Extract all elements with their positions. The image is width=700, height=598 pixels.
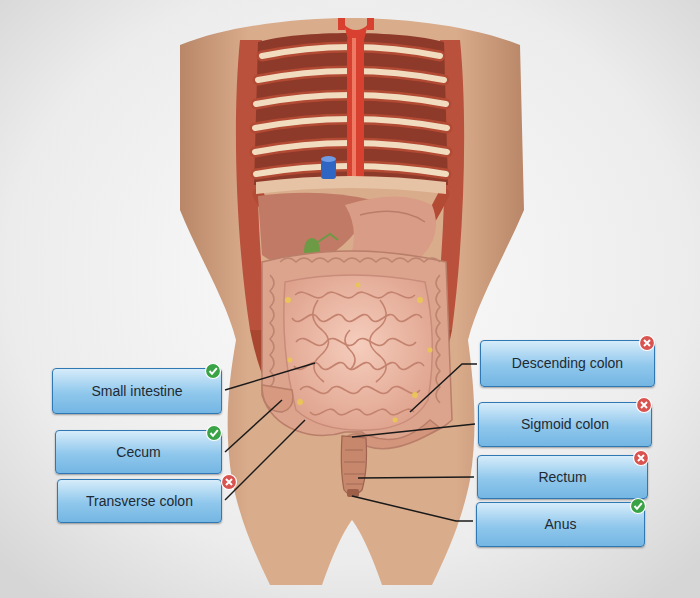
leader-line bbox=[410, 364, 477, 412]
illustration-part bbox=[412, 392, 418, 398]
illustration-part bbox=[356, 283, 361, 288]
label-text: Rectum bbox=[538, 469, 586, 486]
illustration-part bbox=[347, 36, 364, 182]
illustration-part bbox=[417, 297, 423, 303]
leader-line bbox=[358, 477, 474, 478]
illustration-part bbox=[318, 234, 338, 242]
leader-line bbox=[225, 420, 305, 500]
wrong-icon bbox=[222, 475, 237, 490]
stomach-fold bbox=[360, 211, 425, 222]
cecum bbox=[262, 385, 293, 412]
label-box: Small intestine bbox=[52, 368, 222, 414]
illustration-part bbox=[321, 156, 336, 162]
illustration-part bbox=[288, 358, 293, 363]
thoracic-cavity bbox=[254, 33, 448, 185]
large-intestine bbox=[262, 251, 452, 440]
torso bbox=[180, 18, 524, 585]
illustration-part bbox=[428, 348, 433, 353]
label-text: Transverse colon bbox=[86, 493, 193, 510]
leader-line bbox=[225, 400, 282, 452]
illustration-part bbox=[300, 387, 420, 394]
illustration-part bbox=[352, 38, 356, 178]
leader-lines bbox=[225, 363, 477, 521]
esophagus bbox=[321, 156, 336, 179]
label-text: Sigmoid colon bbox=[521, 416, 609, 433]
mesenteric-fat bbox=[285, 283, 433, 423]
illustration-part bbox=[310, 409, 414, 415]
label-text: Descending colon bbox=[512, 355, 623, 372]
illustration-part bbox=[295, 292, 415, 298]
label-text: Anus bbox=[545, 516, 577, 533]
aorta bbox=[338, 18, 374, 182]
illustration-part bbox=[345, 330, 355, 370]
illustration-part bbox=[297, 399, 303, 405]
leader-line bbox=[352, 496, 473, 521]
leader-line bbox=[352, 424, 475, 437]
rectum bbox=[341, 436, 366, 497]
label-text: Cecum bbox=[116, 444, 160, 461]
illustration-part bbox=[338, 18, 345, 30]
label-box: Rectum bbox=[477, 455, 648, 499]
label-box: Cecum bbox=[55, 430, 222, 474]
diaphragm bbox=[256, 176, 446, 194]
small-intestine bbox=[284, 275, 433, 430]
label-box: Anus bbox=[476, 502, 645, 547]
illustration-part bbox=[393, 418, 398, 423]
illustration-part bbox=[370, 300, 386, 382]
illustration-part bbox=[341, 436, 366, 495]
illustration-part bbox=[285, 297, 291, 303]
illustration-part bbox=[222, 475, 237, 490]
label-box: Transverse colon bbox=[57, 479, 222, 523]
illustration-part bbox=[344, 450, 365, 484]
leader-line bbox=[225, 363, 315, 390]
label-box: Descending colon bbox=[480, 340, 655, 387]
illustration-part bbox=[367, 18, 374, 30]
illustration-part bbox=[296, 339, 416, 346]
illustration-part bbox=[270, 275, 274, 403]
illustration-part bbox=[436, 275, 440, 403]
illustration-part bbox=[313, 300, 329, 382]
label-text: Small intestine bbox=[91, 383, 182, 400]
intestine-loops bbox=[292, 292, 424, 415]
illustration-part bbox=[280, 258, 440, 262]
label-box: Sigmoid colon bbox=[478, 402, 652, 447]
illustration-part bbox=[292, 315, 422, 322]
illustration-part bbox=[226, 479, 232, 485]
